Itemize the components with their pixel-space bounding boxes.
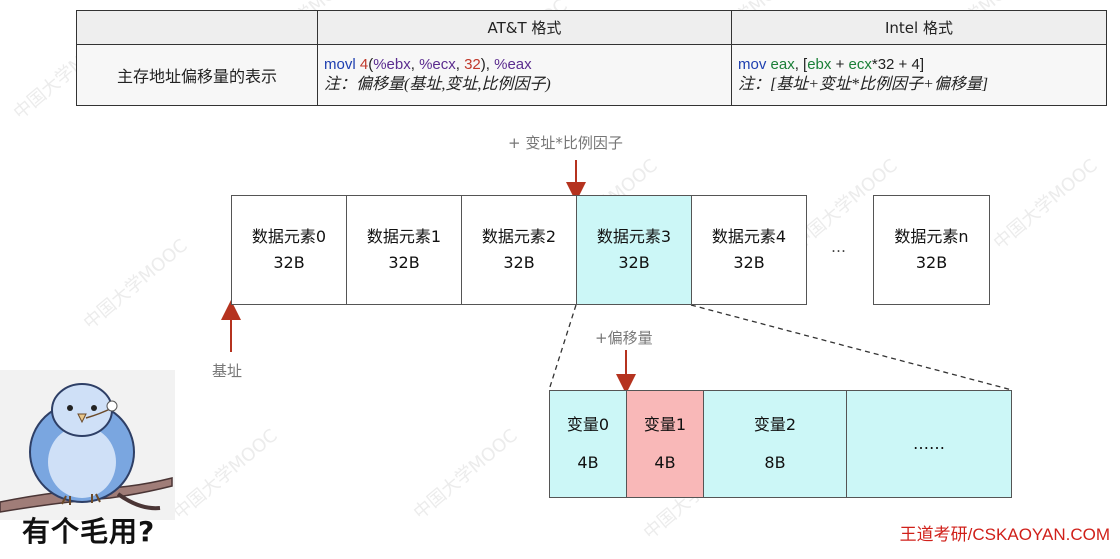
code-token: %ebx: [373, 56, 411, 73]
offset-label: +偏移量: [595, 329, 653, 347]
footer-brand: 王道考研/CSKAOYAN.COM: [899, 525, 1110, 544]
code-token: %eax: [494, 56, 532, 73]
base-label: 基址: [212, 362, 243, 380]
code-token: 4: [359, 56, 369, 73]
intel-note: 注：[基址+变址*比例因子+偏移量]: [738, 76, 989, 93]
field-name: 变量1: [643, 415, 687, 434]
code-token: +: [831, 56, 849, 73]
struct-field-2: 变量2 8B: [703, 390, 847, 498]
code-token: , [: [794, 56, 808, 73]
code-token: (: [368, 56, 374, 73]
element-size: 32B: [503, 253, 535, 272]
field-name: 变量2: [753, 415, 797, 434]
expand-line-right: [690, 304, 1013, 391]
array-element-2: 数据元素2 32B: [461, 195, 577, 305]
field-size: 4B: [654, 453, 676, 472]
att-code: movl 4(%ebx, %ecx, 32), %eax: [324, 55, 725, 75]
expand-line-left: [548, 304, 577, 391]
code-token: ,: [455, 56, 465, 73]
code-token: 32: [464, 56, 481, 73]
field-name: ……: [913, 434, 945, 453]
element-size: 32B: [915, 253, 948, 272]
field-name: 变量0: [566, 415, 610, 434]
code-token: movl: [324, 56, 360, 73]
index-scale-label: + 变址*比例因子: [508, 134, 623, 152]
code-token: eax: [770, 56, 795, 73]
element-size: 32B: [733, 253, 765, 272]
struct-field-more: ……: [846, 390, 1012, 498]
element-name: 数据元素1: [366, 227, 442, 246]
parrot-meme-image: [0, 370, 175, 520]
code-token: ebx: [807, 56, 832, 73]
code-token: %ecx: [419, 56, 456, 73]
element-name: 数据元素3: [596, 227, 672, 246]
row-label: 主存地址偏移量的表示: [76, 44, 318, 106]
array-element-4: 数据元素4 32B: [691, 195, 807, 305]
code-token: mov: [738, 56, 771, 73]
code-token: *32 + 4]: [871, 56, 924, 73]
element-name: 数据元素2: [481, 227, 557, 246]
element-name: 数据元素n: [894, 227, 969, 246]
array-ellipsis: …: [831, 238, 846, 256]
table-header-intel: Intel 格式: [731, 10, 1107, 45]
struct-field-0: 变量0 4B: [549, 390, 627, 498]
element-name: 数据元素0: [251, 227, 327, 246]
element-size: 32B: [618, 253, 650, 272]
syntax-comparison-table: AT&T 格式 Intel 格式 主存地址偏移量的表示 movl 4(%ebx,…: [76, 10, 1107, 106]
array-element-1: 数据元素1 32B: [346, 195, 462, 305]
struct-field-1: 变量1 4B: [626, 390, 704, 498]
table-header-att: AT&T 格式: [317, 10, 732, 45]
table-header-empty: [76, 10, 318, 45]
meme-caption: 有个毛用?: [22, 515, 156, 548]
array-element-3: 数据元素3 32B: [576, 195, 692, 305]
field-size: 4B: [577, 453, 599, 472]
array-element-0: 数据元素0 32B: [231, 195, 347, 305]
element-name: 数据元素4: [711, 227, 787, 246]
att-cell: movl 4(%ebx, %ecx, 32), %eax 注：偏移量(基址,变址…: [317, 44, 732, 106]
code-token: ,: [410, 56, 420, 73]
intel-cell: mov eax, [ebx + ecx*32 + 4] 注：[基址+变址*比例因…: [731, 44, 1107, 106]
code-token: ),: [480, 56, 495, 73]
table-row: 主存地址偏移量的表示 movl 4(%ebx, %ecx, 32), %eax …: [76, 44, 1107, 106]
field-size: 8B: [764, 453, 786, 472]
element-size: 32B: [273, 253, 305, 272]
code-token: ecx: [848, 56, 872, 73]
element-size: 32B: [388, 253, 420, 272]
att-note: 注：偏移量(基址,变址,比例因子): [324, 76, 551, 93]
array-element-n: 数据元素n 32B: [873, 195, 990, 305]
intel-code: mov eax, [ebx + ecx*32 + 4]: [738, 55, 1100, 75]
